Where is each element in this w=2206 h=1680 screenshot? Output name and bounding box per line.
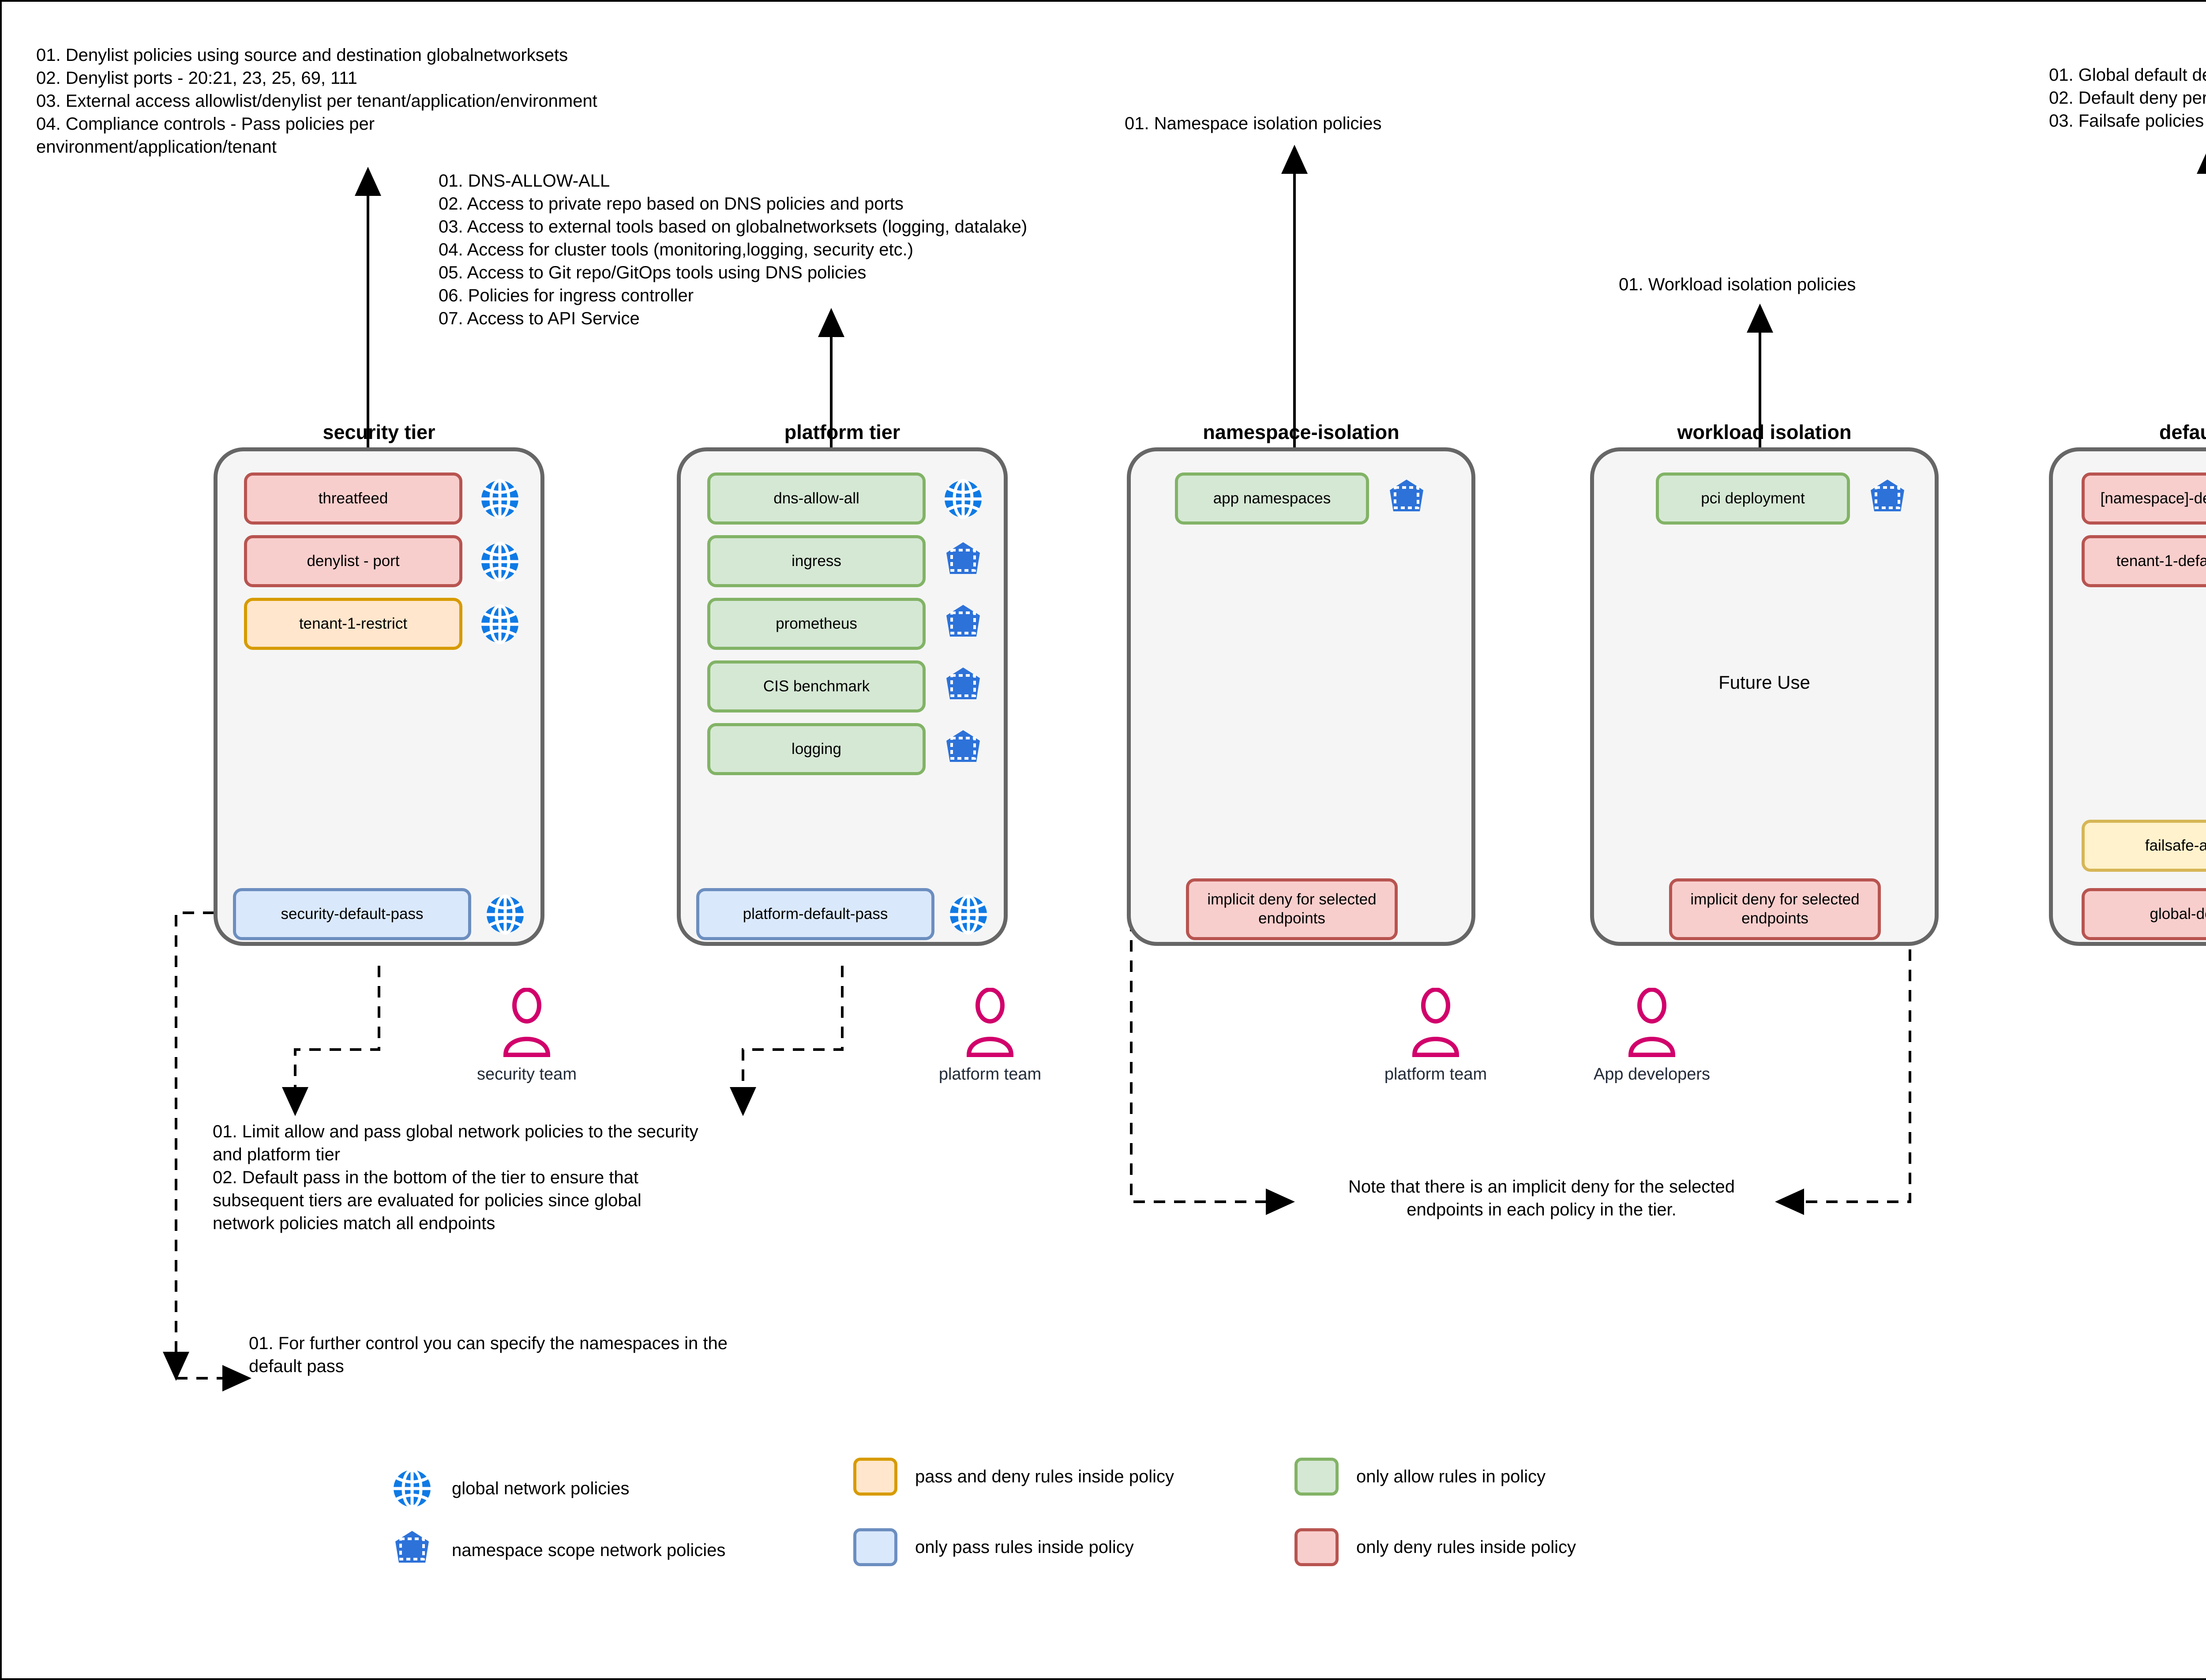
legend-label: pass and deny rules inside policy bbox=[915, 1466, 1174, 1486]
legend-label: only deny rules inside policy bbox=[1356, 1537, 1576, 1557]
namespace-scope-policy-icon bbox=[1384, 477, 1429, 523]
legend-item-global-network-policies: global network policies bbox=[390, 1466, 629, 1511]
legend-swatch-deny bbox=[1294, 1528, 1339, 1566]
tier-title: security tier bbox=[323, 421, 435, 443]
global-network-policy-icon bbox=[483, 892, 527, 939]
bottom-policy-pill[interactable]: platform-default-pass bbox=[696, 888, 934, 940]
global-network-policy-icon bbox=[478, 540, 522, 586]
legend-item-pass-and-deny: pass and deny rules inside policy bbox=[853, 1458, 1174, 1496]
implicit-deny-annotation: Note that there is an implicit deny for … bbox=[1348, 1177, 1735, 1219]
tier-card: [namespace]-default-deny tenant-1-defaul… bbox=[2049, 447, 2206, 946]
policy-pill[interactable]: [namespace]-default-deny bbox=[2082, 472, 2206, 525]
legend-item-only-pass: only pass rules inside policy bbox=[853, 1528, 1134, 1566]
namespace-scope-policy-icon bbox=[1865, 477, 1910, 523]
persona-security-team: security team bbox=[452, 987, 602, 1084]
legend-item-namespace-scope-network-policies: namespace scope network policies bbox=[390, 1528, 725, 1572]
global-network-policy-icon bbox=[946, 892, 990, 939]
legend-label: namespace scope network policies bbox=[452, 1540, 726, 1560]
tier-card: dns-allow-all ingress promet bbox=[677, 447, 1008, 946]
future-use-label: Future Use bbox=[1718, 672, 1810, 693]
legend-label: only allow rules in policy bbox=[1356, 1466, 1546, 1486]
persona-label: platform team bbox=[1384, 1065, 1487, 1084]
persona-platform-team-2: platform team bbox=[1361, 987, 1511, 1084]
persona-label: platform team bbox=[938, 1065, 1042, 1084]
policy-pill[interactable]: app namespaces bbox=[1175, 472, 1369, 525]
bottom-policy-pill[interactable]: security-default-pass bbox=[233, 888, 471, 940]
persona-label: security team bbox=[477, 1065, 577, 1084]
policy-pill[interactable]: ingress bbox=[707, 535, 926, 587]
person-icon bbox=[1412, 987, 1459, 1057]
policy-pill[interactable]: tenant-1-default-deny bbox=[2082, 535, 2206, 587]
bottom-policy-pill[interactable]: implicit deny for selected endpoints bbox=[1669, 878, 1881, 940]
person-icon bbox=[503, 987, 551, 1057]
namespace-scope-policy-icon bbox=[395, 1531, 429, 1563]
tier-title: platform tier bbox=[784, 421, 900, 443]
legend-label: only pass rules inside policy bbox=[915, 1537, 1134, 1557]
policy-pill[interactable]: prometheus bbox=[707, 598, 926, 650]
policy-pill[interactable]: denylist - port bbox=[244, 535, 462, 587]
namespace-scope-policy-icon bbox=[941, 602, 985, 649]
tier-card: pci deployment Future Use implicit deny … bbox=[1590, 447, 1939, 946]
tier-card: app namespaces implicit deny for selecte… bbox=[1127, 447, 1475, 946]
global-network-policy-icon bbox=[394, 1468, 431, 1509]
namespace-scope-policy-icon bbox=[941, 540, 985, 586]
namespace-scope-policy-icon bbox=[941, 728, 985, 774]
tier-card: threatfeed denylist - port bbox=[214, 447, 544, 946]
default-tier-annotation: 01. Global default deny 02. Default deny… bbox=[2049, 65, 2206, 131]
platform-tier-annotation: 01. DNS-ALLOW-ALL 02. Access to private … bbox=[439, 171, 1028, 328]
tier-title: namespace-isolation bbox=[1203, 421, 1399, 443]
legend-item-only-allow: only allow rules in policy bbox=[1294, 1458, 1546, 1496]
persona-app-developers: App developers bbox=[1559, 987, 1745, 1084]
namespace-scope-policy-icon bbox=[941, 665, 985, 711]
policy-pill[interactable]: dns-allow-all bbox=[707, 472, 926, 525]
tier-title: workload isolation bbox=[1677, 421, 1852, 443]
policy-pill[interactable]: CIS benchmark bbox=[707, 660, 926, 712]
further-control-annotation: 01. For further control you can specify … bbox=[249, 1334, 728, 1376]
legend-swatch-passdeny bbox=[853, 1458, 897, 1496]
security-tier-annotation: 01. Denylist policies using source and d… bbox=[36, 45, 597, 157]
workload-isolation-annotation: 01. Workload isolation policies bbox=[1619, 275, 1856, 294]
bottom-policy-pill[interactable]: global-deny bbox=[2082, 888, 2206, 940]
bottom-policy-pill[interactable]: implicit deny for selected endpoints bbox=[1186, 878, 1398, 940]
policy-pill[interactable]: logging bbox=[707, 723, 926, 775]
legend-label: global network policies bbox=[452, 1478, 630, 1498]
policy-pill[interactable]: threatfeed bbox=[244, 472, 462, 525]
bottom-left-annotation: 01. Limit allow and pass global network … bbox=[213, 1122, 698, 1233]
policy-pill[interactable]: pci deployment bbox=[1656, 472, 1850, 525]
person-icon bbox=[966, 987, 1014, 1057]
persona-label: App developers bbox=[1593, 1065, 1711, 1084]
policy-pill[interactable]: failsafe-allow bbox=[2082, 820, 2206, 872]
persona-platform-team: platform team bbox=[915, 987, 1065, 1084]
policy-pill[interactable]: tenant-1-restrict bbox=[244, 598, 462, 650]
legend-swatch-allow bbox=[1294, 1458, 1339, 1496]
legend-swatch-pass bbox=[853, 1528, 897, 1566]
global-network-policy-icon bbox=[478, 477, 522, 523]
person-icon bbox=[1628, 987, 1676, 1057]
global-network-policy-icon bbox=[478, 602, 522, 649]
tier-title: default tier bbox=[2159, 421, 2206, 443]
global-network-policy-icon bbox=[941, 477, 985, 523]
namespace-isolation-annotation: 01. Namespace isolation policies bbox=[1125, 114, 1382, 133]
legend-item-only-deny: only deny rules inside policy bbox=[1294, 1528, 1576, 1566]
